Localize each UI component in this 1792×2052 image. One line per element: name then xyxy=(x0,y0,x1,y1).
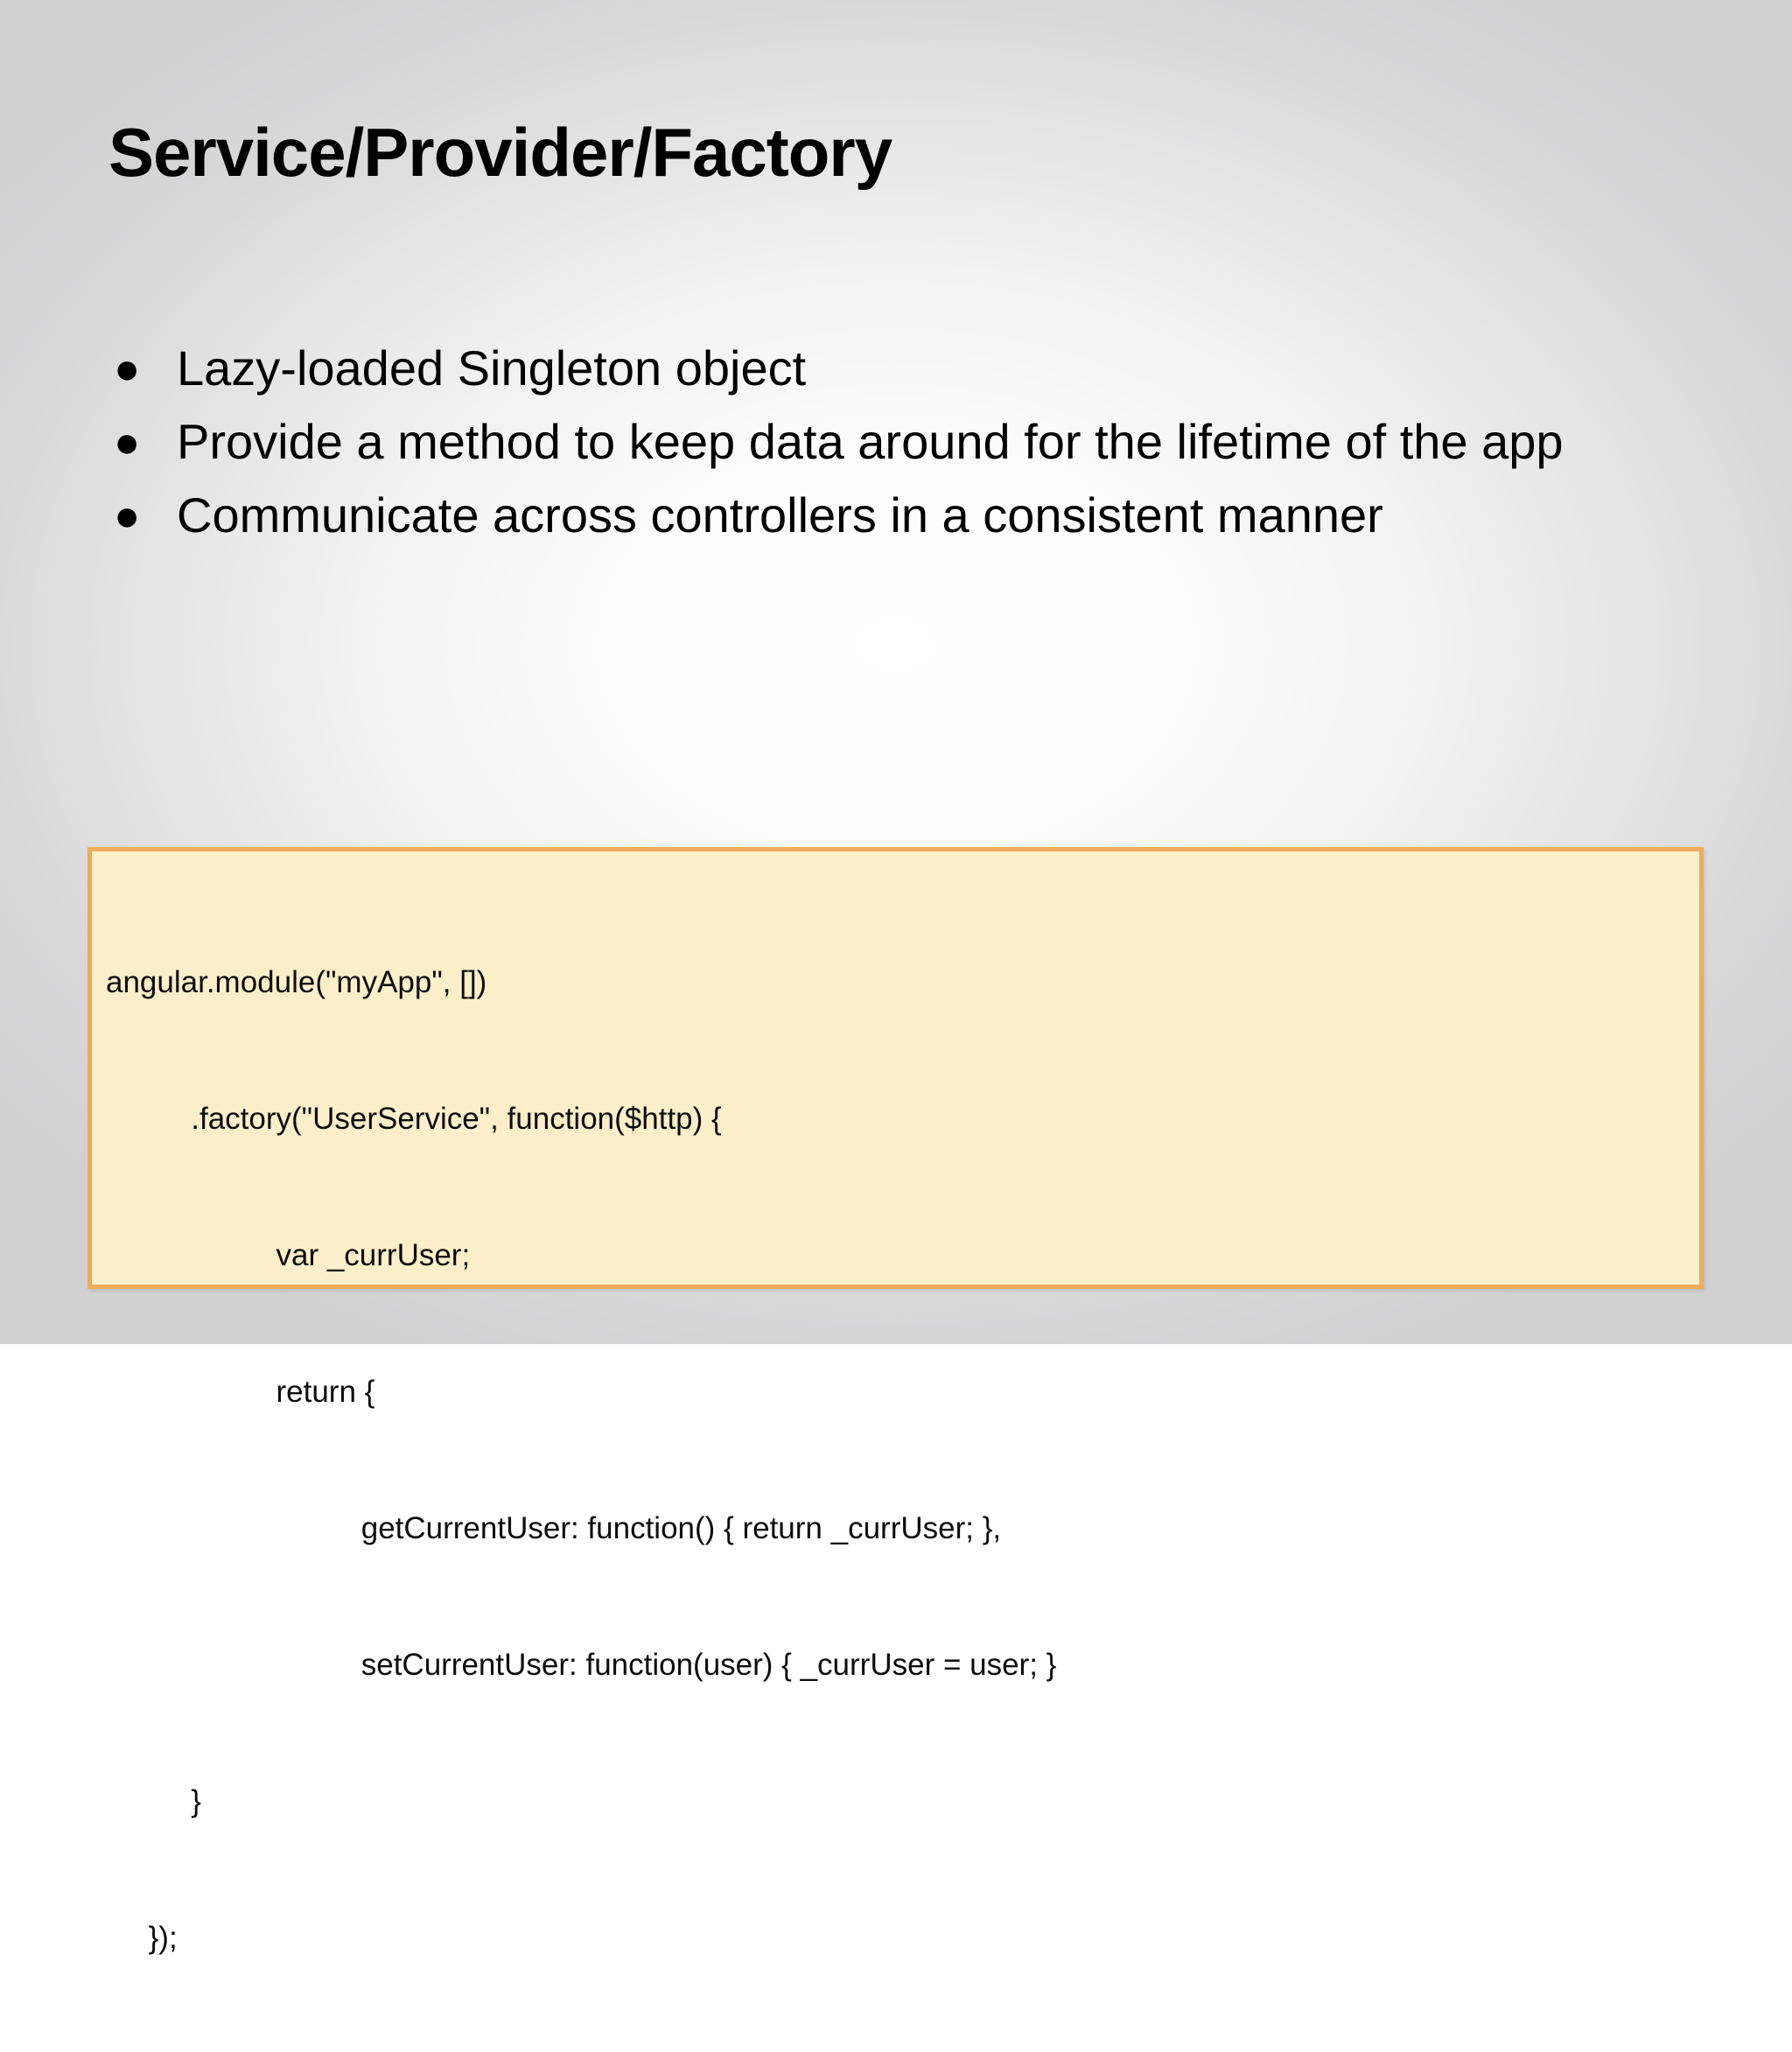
list-item: ● Provide a method to keep data around f… xyxy=(108,408,1684,476)
page-title: Service/Provider/Factory xyxy=(108,114,892,191)
code-line: angular.module("myApp", []) xyxy=(106,965,487,999)
code-line: setCurrentUser: function(user) { _currUs… xyxy=(106,1648,1057,1682)
code-line: } xyxy=(106,1784,201,1818)
bullet-list: ● Lazy-loaded Singleton object ● Provide… xyxy=(108,334,1684,555)
bullet-point-icon: ● xyxy=(114,344,141,393)
code-line: }); xyxy=(106,1921,178,1955)
list-item-label: Communicate across controllers in a cons… xyxy=(177,487,1383,543)
bullet-point-icon: ● xyxy=(114,417,141,466)
bullet-point-icon: ● xyxy=(114,491,141,540)
code-line: var _currUser; xyxy=(106,1238,471,1272)
code-line: return { xyxy=(106,1375,375,1409)
code-line: .factory("UserService", function($http) … xyxy=(106,1102,722,1136)
code-line: getCurrentUser: function() { return _cur… xyxy=(106,1511,1002,1545)
list-item-label: Provide a method to keep data around for… xyxy=(177,414,1564,469)
list-item: ● Communicate across controllers in a co… xyxy=(108,481,1684,550)
code-block-content: angular.module("myApp", []) .factory("Us… xyxy=(106,869,1690,2052)
list-item: ● Lazy-loaded Singleton object xyxy=(108,334,1684,403)
code-block: angular.module("myApp", []) .factory("Us… xyxy=(88,847,1704,1955)
list-item-label: Lazy-loaded Singleton object xyxy=(177,340,807,396)
slide-canvas: Service/Provider/Factory ● Lazy-loaded S… xyxy=(0,0,1792,1955)
